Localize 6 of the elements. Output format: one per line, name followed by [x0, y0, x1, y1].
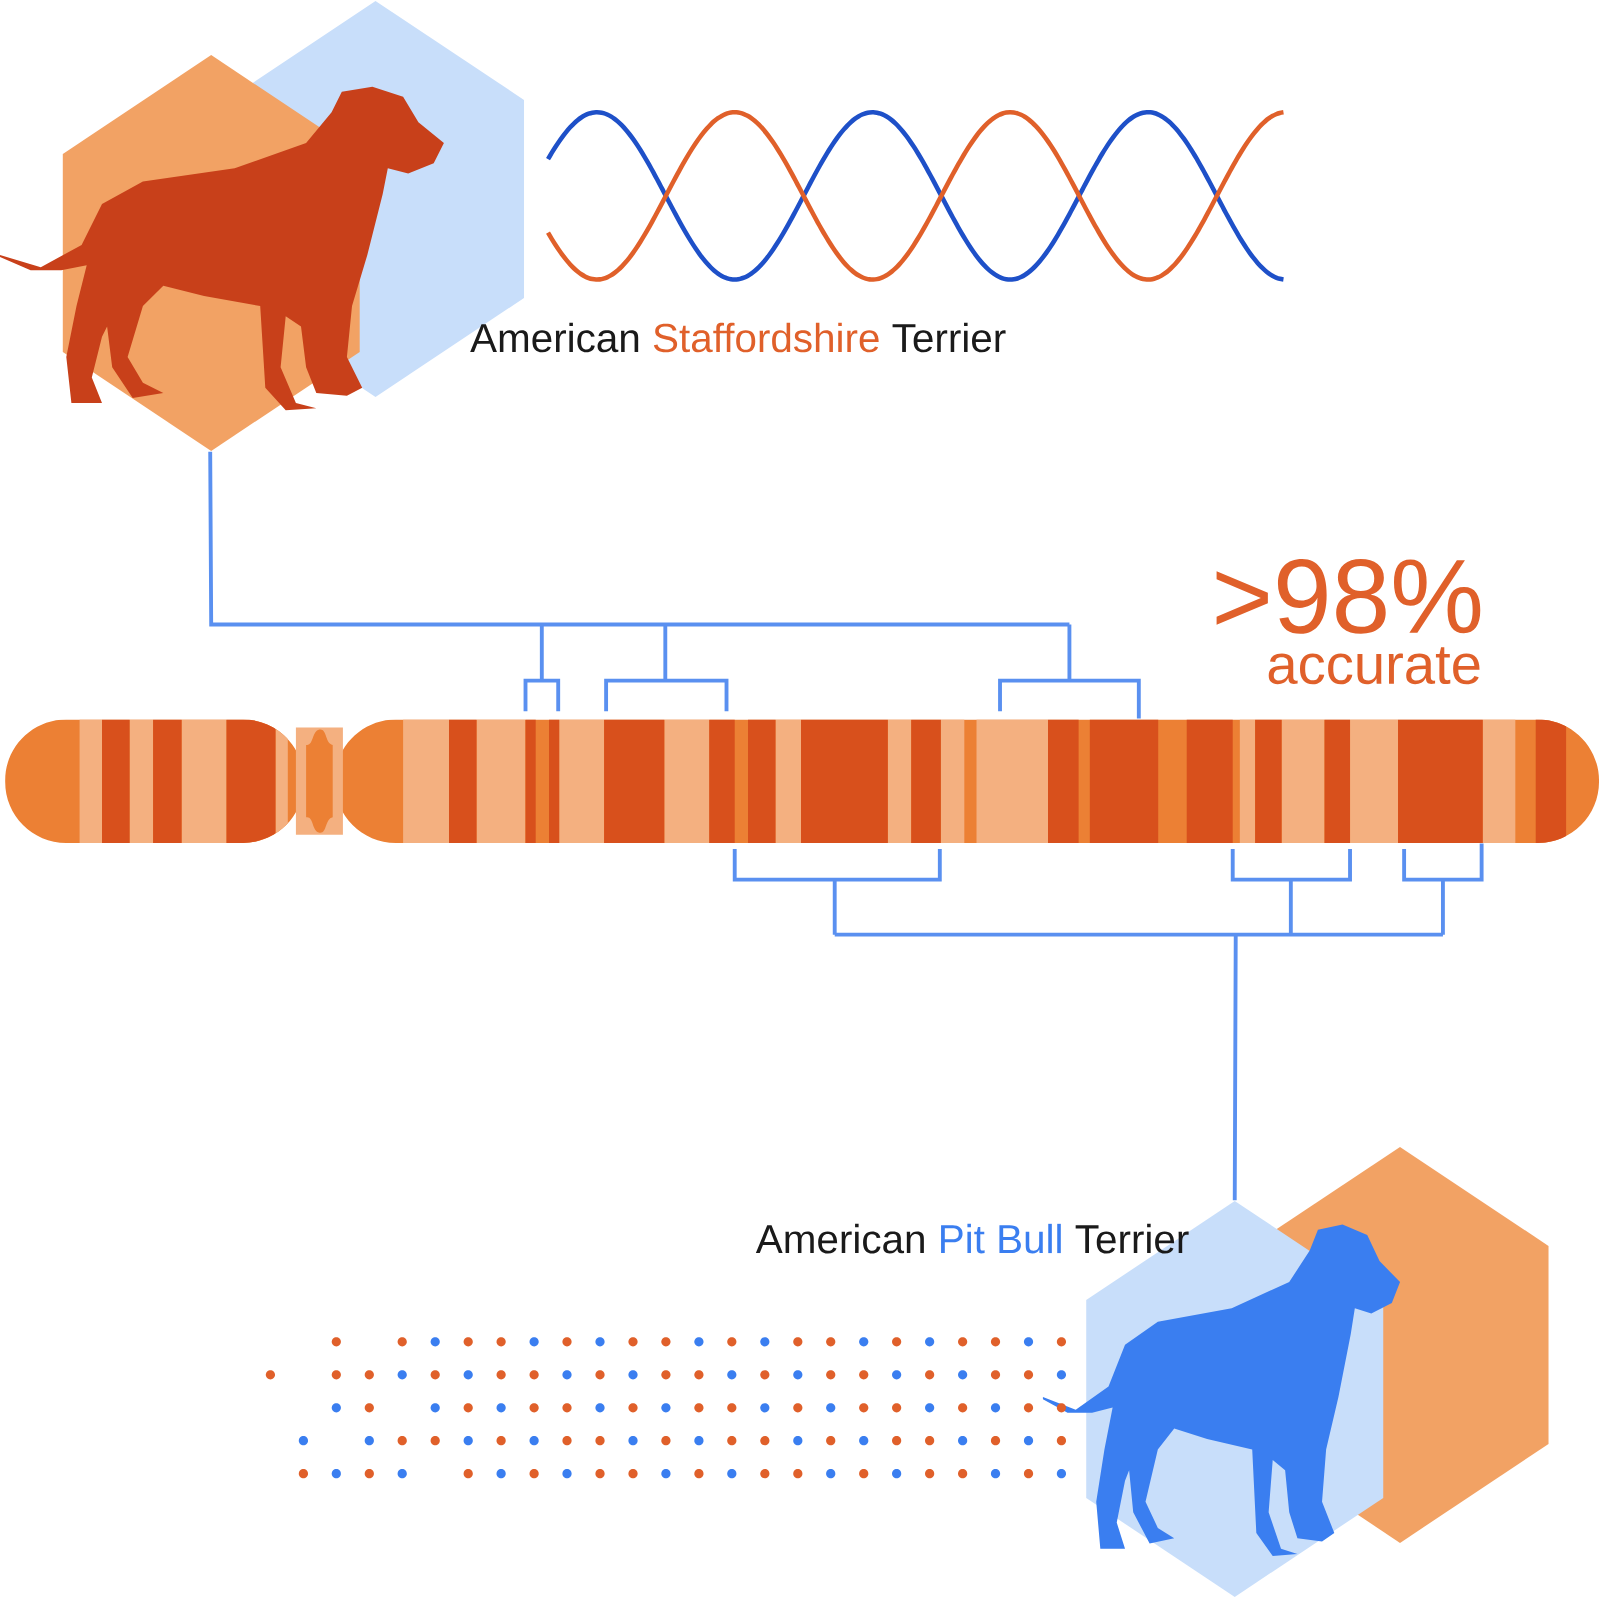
accuracy-value: >98% — [1216, 559, 1481, 634]
chromosome-bar — [5, 719, 1600, 843]
breed-label: American Pit Bull Terrier — [755, 1223, 1189, 1254]
bracket-connector — [732, 841, 1484, 1203]
bracket-connector — [208, 449, 1141, 721]
breed-label: American Staffordshire Terrier — [470, 322, 1006, 353]
